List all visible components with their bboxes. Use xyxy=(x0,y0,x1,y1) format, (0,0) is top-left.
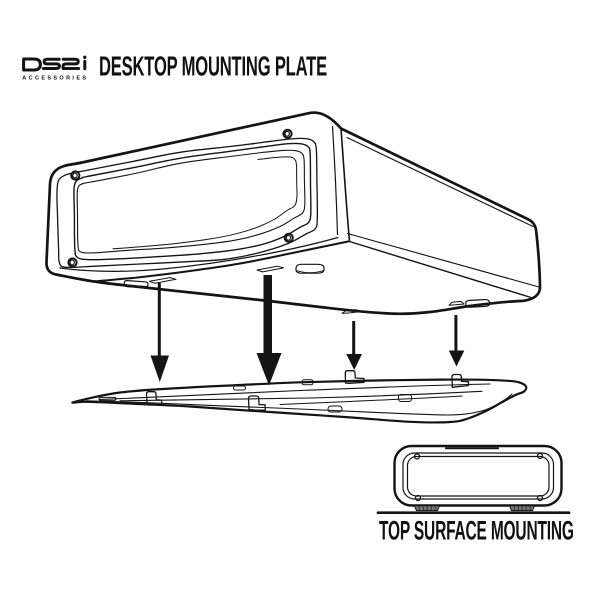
svg-text:ACCESSORIES: ACCESSORIES xyxy=(22,76,88,82)
svg-text:TOP SURFACE MOUNTING: TOP SURFACE MOUNTING xyxy=(379,515,574,546)
svg-text:DESKTOP MOUNTING PLATE: DESKTOP MOUNTING PLATE xyxy=(99,50,327,81)
